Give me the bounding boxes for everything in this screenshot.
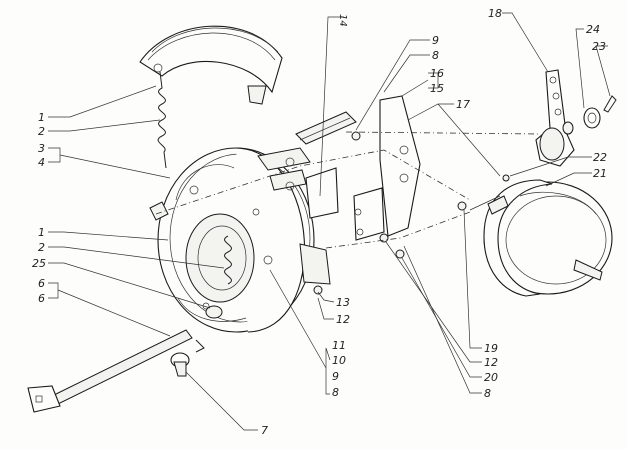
callout-10: 10: [332, 354, 346, 367]
callout-18: 18: [488, 7, 502, 20]
callout-17: 17: [456, 98, 470, 111]
plate-bracket: [285, 95, 421, 241]
callout-1-mid: 1: [38, 226, 45, 239]
callout-8-right: 8: [484, 387, 491, 400]
clevis-pin: [583, 95, 617, 129]
callout-3: 3: [38, 142, 45, 155]
cam-arrow: [195, 339, 205, 353]
leader-lines: [48, 12, 611, 431]
slack-adjuster: [535, 69, 575, 167]
callout-9-top: 9: [432, 34, 439, 47]
callout-6-a: 6: [38, 277, 45, 290]
hub: [257, 147, 331, 285]
callout-21: 21: [593, 167, 607, 180]
callout-1-top: 1: [38, 111, 45, 124]
callout-24: 24: [586, 23, 600, 36]
callout-2-mid: 2: [38, 241, 45, 254]
callout-12-left: 12: [336, 313, 350, 326]
cam-washer: [170, 352, 190, 377]
axis-line-1: [155, 149, 471, 215]
callout-23: 23: [592, 40, 606, 53]
brake-chamber: [469, 179, 613, 297]
callout-7: 7: [261, 424, 268, 437]
callout-12-right: 12: [484, 356, 498, 369]
camshaft: [27, 329, 193, 413]
callout-25: 25: [32, 257, 46, 270]
callout-2-top: 2: [38, 125, 45, 138]
axis-line-2: [325, 211, 471, 249]
callout-14: 14: [337, 14, 348, 27]
brake-shoe-top: [139, 25, 283, 105]
callout-11: 11: [332, 339, 346, 352]
callout-13: 13: [336, 296, 350, 309]
spring-top: [157, 71, 167, 169]
rail-bracket: [295, 111, 357, 145]
bolts: [313, 131, 510, 295]
callout-16: 16: [430, 67, 444, 80]
backing-plate: [149, 147, 315, 333]
callout-15: 15: [430, 82, 444, 95]
callout-labels: 1 2 3 4 1 2 25 6 6 7 14 9 8 16 15 17 18 …: [32, 7, 607, 437]
callout-20: 20: [484, 371, 498, 384]
callout-4-top: 4: [38, 156, 45, 169]
axis-line-3: [345, 131, 541, 135]
callout-8-top: 8: [432, 49, 439, 62]
callout-9-bottom: 9: [332, 370, 339, 383]
callout-8-left: 8: [332, 386, 339, 399]
callout-6-b: 6: [38, 292, 45, 305]
callout-19: 19: [484, 342, 498, 355]
callout-22: 22: [593, 151, 607, 164]
